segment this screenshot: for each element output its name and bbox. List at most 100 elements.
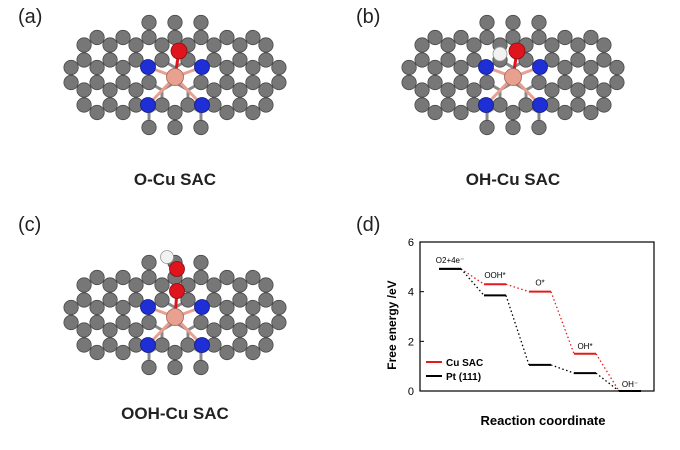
carbon-atom	[141, 359, 157, 376]
o-cu-sac-structure	[63, 14, 287, 136]
carbon-atom	[206, 37, 222, 53]
carbon-atom	[427, 104, 443, 121]
carbon-atom	[401, 59, 417, 76]
carbon-atom	[154, 52, 170, 68]
carbon-atom	[505, 29, 521, 46]
carbon-atom	[115, 74, 131, 91]
carbon-atom	[141, 314, 157, 331]
carbon-atom	[453, 74, 469, 91]
carbon-atom	[245, 104, 261, 121]
carbon-atom	[232, 292, 248, 308]
carbon-atom	[206, 322, 222, 338]
carbon-atom	[505, 104, 521, 121]
step-label: OH*	[577, 342, 592, 351]
y-tick-label: 2	[408, 336, 414, 348]
hydrogen-atom	[492, 46, 508, 62]
nitrogen-atom	[478, 59, 494, 75]
carbon-atom	[466, 37, 482, 53]
y-tick-label: 4	[408, 287, 414, 299]
carbon-atom	[193, 359, 209, 376]
carbon-atom	[531, 74, 547, 91]
carbon-atom	[102, 322, 118, 338]
step-label: O*	[535, 279, 544, 288]
carbon-atom	[583, 59, 599, 76]
connector-line	[595, 353, 620, 392]
carbon-atom	[518, 97, 534, 113]
nitrogen-atom	[532, 59, 548, 75]
carbon-atom	[219, 59, 235, 76]
carbon-atom	[232, 277, 248, 293]
carbon-atom	[76, 82, 92, 98]
connector-line	[505, 283, 530, 293]
carbon-atom	[167, 344, 183, 361]
legend-label: Cu SAC	[446, 358, 483, 369]
carbon-atom	[544, 37, 560, 53]
carbon-atom	[128, 322, 144, 338]
carbon-atom	[427, 29, 443, 46]
carbon-atom	[219, 314, 235, 331]
carbon-atom	[115, 59, 131, 76]
carbon-atom	[505, 119, 521, 136]
nitrogen-atom	[194, 97, 210, 113]
carbon-atom	[193, 254, 209, 271]
carbon-atom	[440, 97, 456, 113]
carbon-atom	[596, 37, 612, 53]
carbon-atom	[544, 52, 560, 68]
carbon-atom	[128, 82, 144, 98]
carbon-atom	[206, 52, 222, 68]
copper-atom	[504, 68, 522, 86]
carbon-atom	[167, 119, 183, 136]
carbon-atom	[258, 322, 274, 338]
carbon-atom	[102, 82, 118, 98]
carbon-atom	[154, 97, 170, 113]
carbon-atom	[89, 104, 105, 121]
carbon-atom	[440, 82, 456, 98]
nitrogen-atom	[140, 59, 156, 75]
carbon-atom	[570, 82, 586, 98]
carbon-atom	[232, 82, 248, 98]
carbon-atom	[609, 74, 625, 91]
carbon-atom	[544, 82, 560, 98]
carbon-atom	[102, 277, 118, 293]
carbon-atom	[115, 29, 131, 46]
carbon-atom	[271, 299, 287, 316]
carbon-atom	[193, 74, 209, 91]
carbon-atom	[258, 82, 274, 98]
nitrogen-atom	[140, 337, 156, 353]
carbon-atom	[141, 119, 157, 136]
connector-line	[550, 291, 575, 354]
carbon-atom	[453, 29, 469, 46]
carbon-atom	[115, 344, 131, 361]
copper-atom	[166, 68, 184, 86]
carbon-atom	[154, 277, 170, 293]
carbon-atom	[453, 59, 469, 76]
carbon-atom	[219, 29, 235, 46]
carbon-atom	[167, 104, 183, 121]
carbon-atom	[440, 52, 456, 68]
carbon-atom	[180, 292, 196, 308]
carbon-atom	[596, 52, 612, 68]
oxygen-atom	[169, 261, 185, 277]
carbon-atom	[219, 74, 235, 91]
nitrogen-atom	[194, 337, 210, 353]
carbon-atom	[141, 14, 157, 31]
carbon-atom	[219, 344, 235, 361]
carbon-atom	[466, 82, 482, 98]
carbon-atom	[570, 97, 586, 113]
carbon-atom	[193, 269, 209, 286]
carbon-atom	[570, 52, 586, 68]
carbon-atom	[180, 337, 196, 353]
carbon-atom	[154, 337, 170, 353]
carbon-atom	[102, 52, 118, 68]
carbon-atom	[570, 37, 586, 53]
carbon-atom	[63, 299, 79, 316]
carbon-atom	[453, 104, 469, 121]
carbon-atom	[219, 104, 235, 121]
carbon-atom	[531, 119, 547, 136]
carbon-atom	[531, 14, 547, 31]
step-label: OH⁻	[622, 380, 638, 389]
carbon-atom	[557, 104, 573, 121]
carbon-atom	[232, 52, 248, 68]
carbon-atom	[167, 14, 183, 31]
hydrogen-atom	[160, 250, 174, 264]
